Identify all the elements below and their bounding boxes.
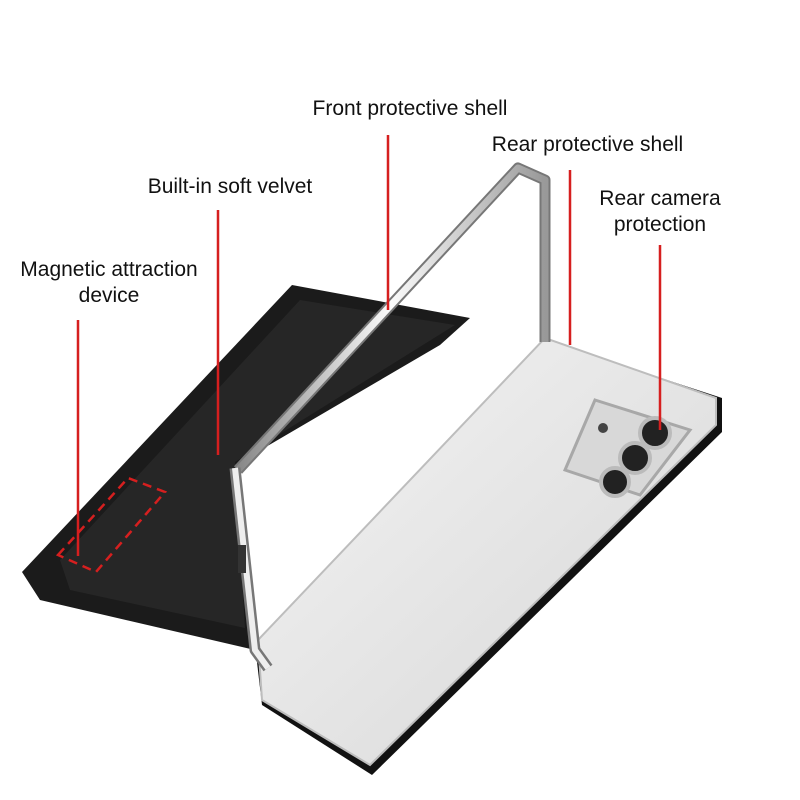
label-line: Magnetic attraction xyxy=(20,258,198,281)
label-line: device xyxy=(78,284,140,307)
label-front-protective-shell: Front protective shell xyxy=(312,97,508,120)
label-magnetic-attraction-device: Magnetic attraction device xyxy=(4,257,214,309)
label-line: Rear camera xyxy=(599,187,721,210)
magnetic-device-outline xyxy=(55,476,168,574)
label-line: protection xyxy=(613,213,707,236)
front-shell-frame xyxy=(229,162,551,672)
annotation-lines xyxy=(76,135,662,556)
label-rear-camera-protection: Rear camera protection xyxy=(590,186,730,238)
velvet-inner xyxy=(60,300,455,628)
label-built-in-soft-velvet: Built-in soft velvet xyxy=(147,175,313,198)
label-rear-protective-shell: Rear protective shell xyxy=(491,133,684,156)
